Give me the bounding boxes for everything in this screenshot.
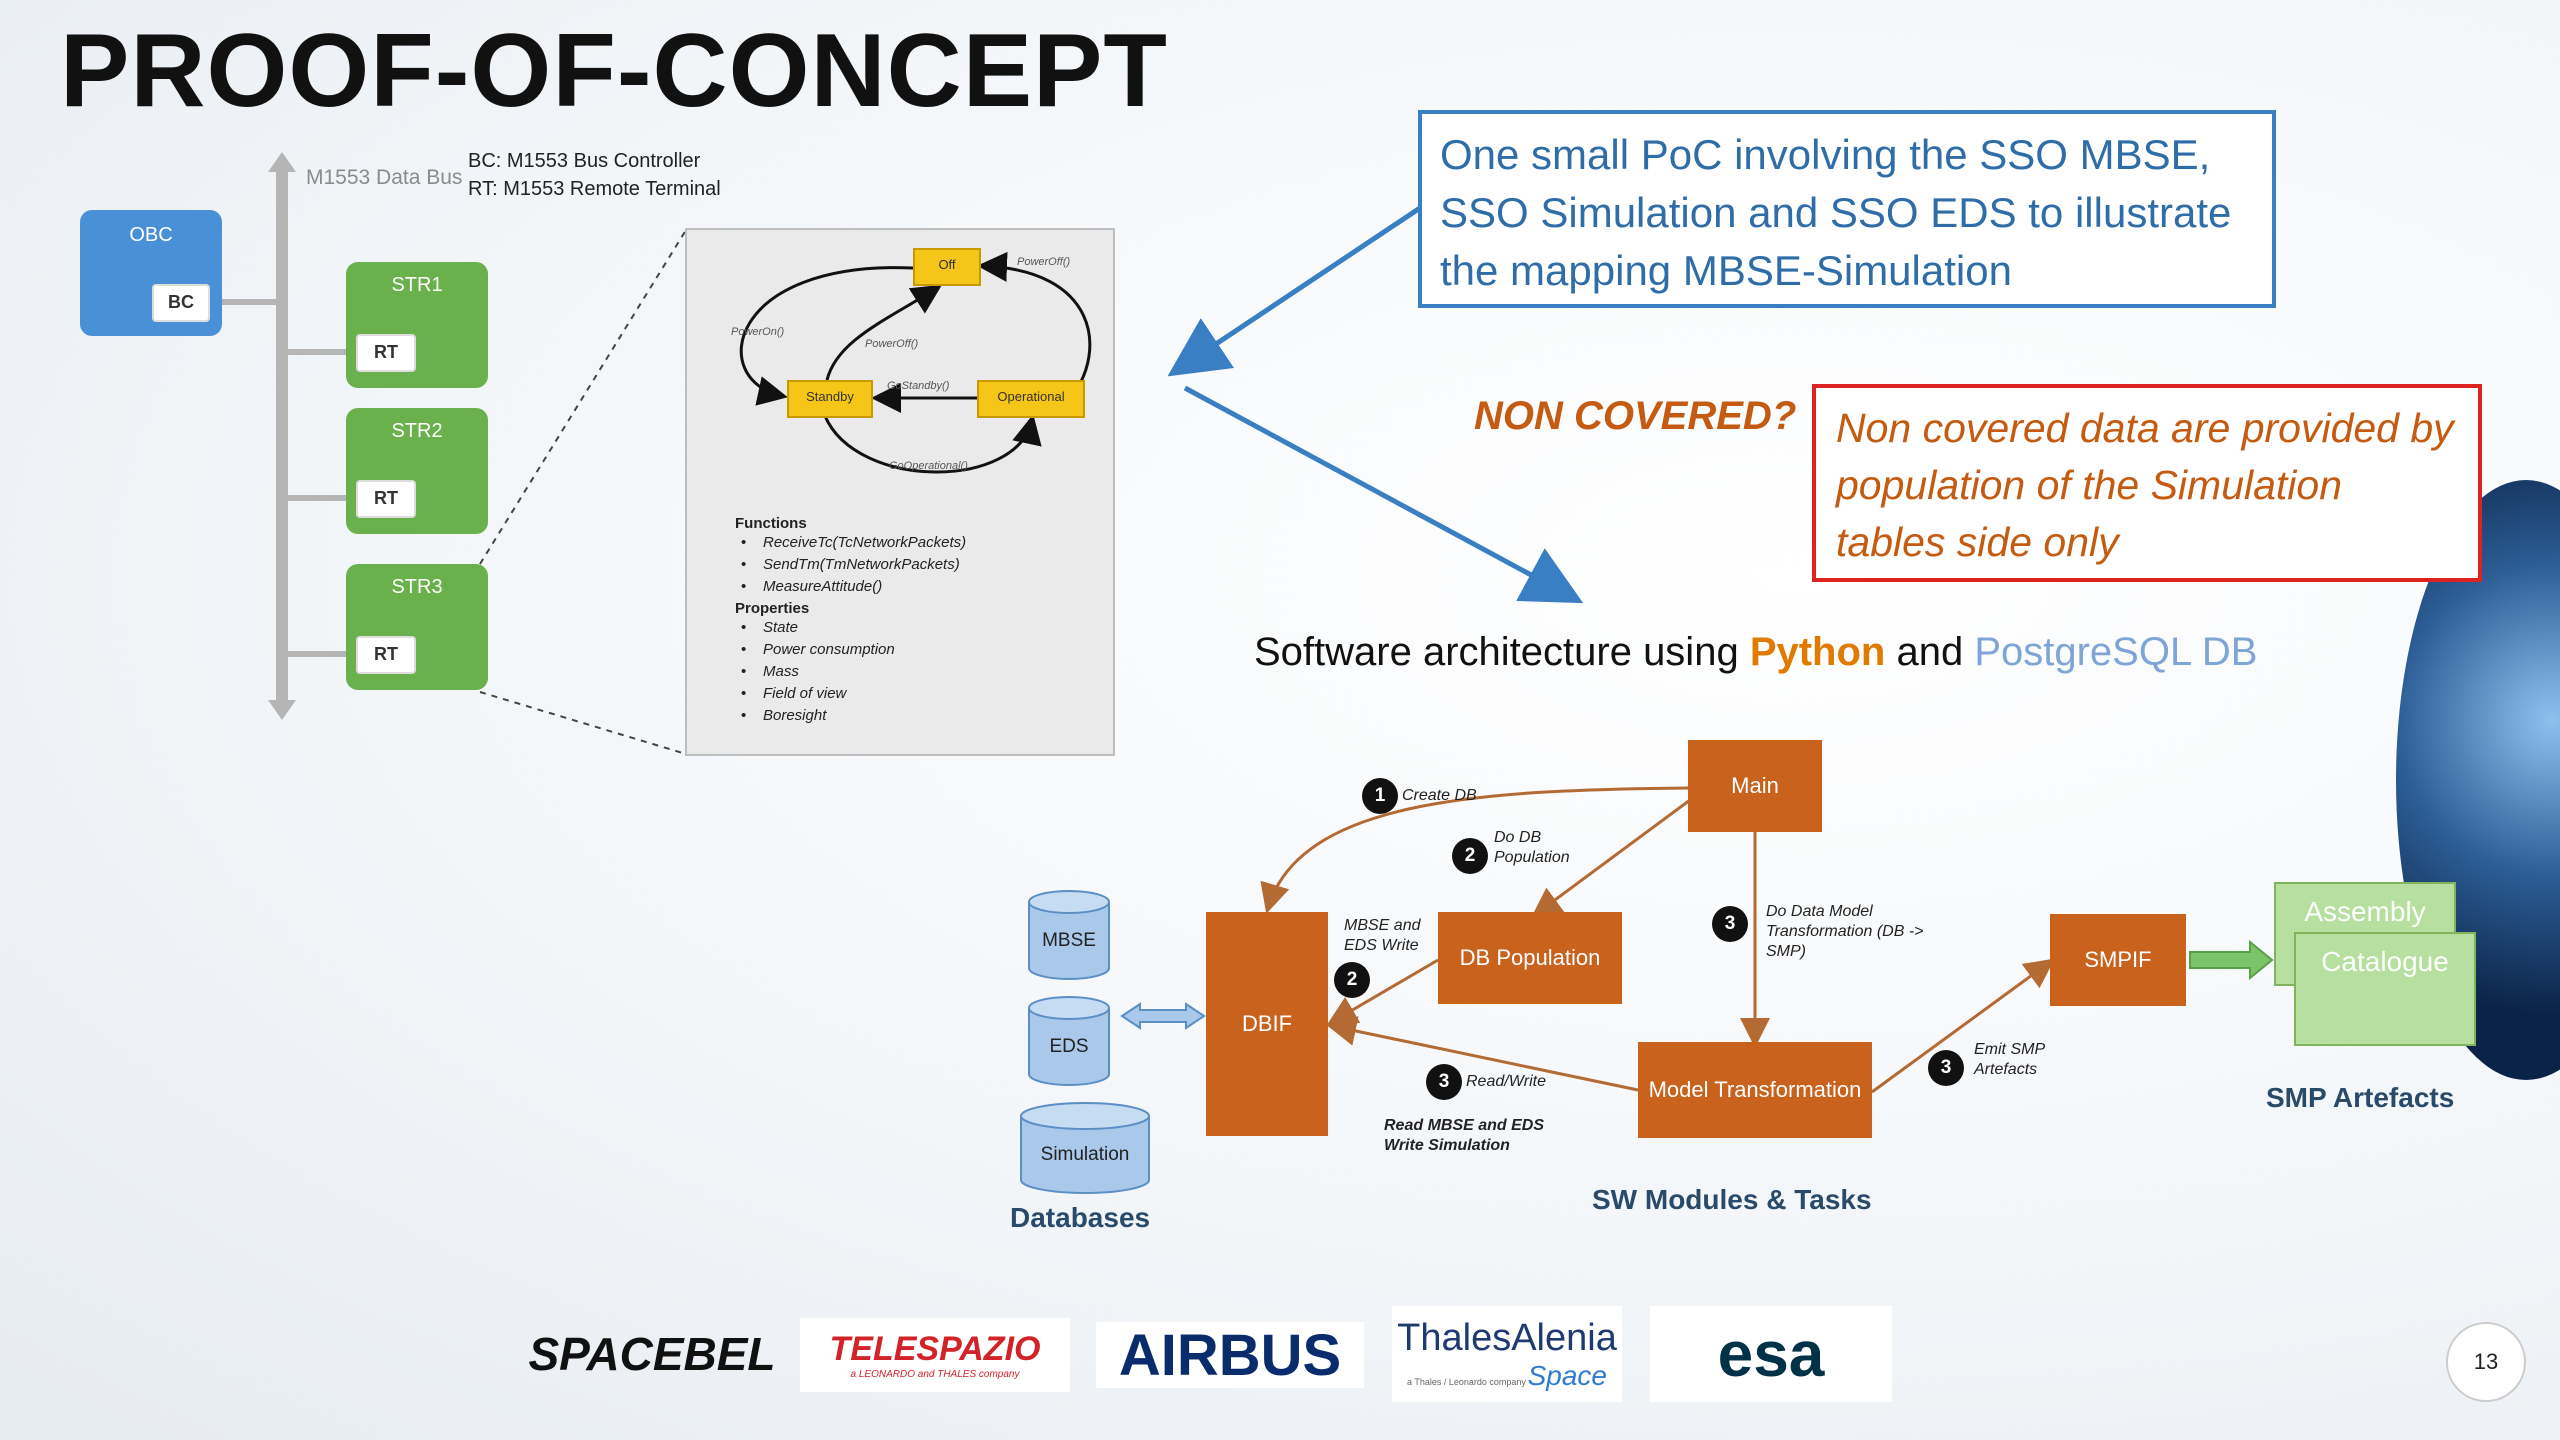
thales-alenia-wordmark: ThalesAlenia: [1397, 1316, 1617, 1359]
slide-title: PROOF-OF-CONCEPT: [60, 13, 1168, 129]
step-badge: 3: [1426, 1064, 1462, 1100]
property-item: Mass: [741, 661, 966, 683]
functions-header: Functions: [735, 515, 807, 532]
properties-header: Properties: [735, 600, 810, 617]
model-transformation-module: Model Transformation: [1638, 1042, 1872, 1138]
eds-label: EDS: [1049, 1036, 1089, 1057]
str3-label: STR3: [391, 576, 443, 598]
str2-rt-port: RT: [356, 480, 416, 518]
transition-power-on: PowerOn(): [731, 326, 785, 338]
transition-power-off-mid: PowerOff(): [865, 338, 919, 350]
step-badge: 3: [1712, 906, 1748, 942]
property-item: Field of view: [741, 683, 966, 705]
catalogue-card: Catalogue: [2294, 932, 2476, 1046]
callout-arrows: [1167, 205, 1584, 604]
obc-block: OBC BC: [80, 210, 222, 336]
non-covered-label: NON COVERED?: [1474, 394, 1797, 438]
state-machine-panel: Off Standby Operational PowerOff() Power…: [685, 228, 1115, 756]
telespazio-tagline: a LEONARDO and THALES company: [850, 1369, 1020, 1380]
str3-block: STR3 RT: [346, 564, 488, 690]
poc-callout: One small PoC involving the SSO MBSE, SS…: [1418, 110, 2276, 308]
obc-label: OBC: [129, 224, 173, 246]
bus-diagram-lines: [222, 152, 687, 755]
modules-label: SW Modules & Tasks: [1592, 1184, 1872, 1215]
architecture-heading: Software architecture using Python and P…: [1254, 630, 2257, 675]
non-covered-callout: Non covered data are provided by populat…: [1812, 384, 2482, 582]
smpif-module: SMPIF: [2050, 914, 2186, 1006]
postgres-label: PostgreSQL DB: [1974, 630, 2258, 674]
str2-label: STR2: [391, 420, 443, 442]
state-machine-details: Functions ReceiveTc(TcNetworkPackets) Se…: [735, 513, 966, 727]
page-number: 13: [2446, 1322, 2526, 1402]
legend-rt: RT: M1553 Remote Terminal: [468, 178, 721, 200]
property-item: Power consumption: [741, 639, 966, 661]
data-model-annotation: Do Data Model Transformation (DB -> SMP): [1766, 903, 1924, 960]
spacebel-logo: SPACEBEL: [528, 1328, 776, 1380]
thales-alenia-tagline: a Thales / Leonardo company: [1407, 1376, 1526, 1387]
airbus-logo: AIRBUS: [1096, 1322, 1364, 1388]
bc-port: BC: [152, 284, 210, 322]
db-population-module: DB Population: [1438, 912, 1622, 1004]
emit-smp-annotation: Emit SMP Artefacts: [1974, 1041, 2045, 1078]
function-item: SendTm(TmNetworkPackets): [741, 554, 966, 576]
step-badge: 1: [1362, 778, 1398, 814]
property-item: Boresight: [741, 705, 966, 727]
function-item: MeasureAttitude(): [741, 576, 966, 598]
thales-alenia-space: Space: [1527, 1359, 1607, 1391]
state-off: Off: [913, 248, 981, 286]
step-badge: 3: [1928, 1050, 1964, 1086]
main-module: Main: [1688, 740, 1822, 832]
state-operational: Operational: [977, 380, 1085, 418]
str1-label: STR1: [391, 274, 443, 296]
step-badge: 2: [1452, 838, 1488, 874]
architecture-arrows: [1120, 786, 2274, 1094]
read-write-annotation: Read/Write: [1466, 1073, 1547, 1090]
state-standby: Standby: [787, 380, 873, 418]
bus-label: M1553 Data Bus: [306, 166, 463, 189]
str1-block: STR1 RT: [346, 262, 488, 388]
state-machine-arrows: [739, 251, 1092, 474]
mbse-eds-write-annotation: MBSE and EDS Write: [1344, 917, 1421, 954]
db-population-annotation: Do DB Population: [1494, 829, 1570, 866]
str1-rt-port: RT: [356, 334, 416, 372]
str2-block: STR2 RT: [346, 408, 488, 534]
eds-database: EDS: [1028, 996, 1110, 1086]
dbif-module: DBIF: [1206, 912, 1328, 1136]
transition-power-off-top: PowerOff(): [1017, 256, 1071, 268]
step-badge: 2: [1334, 962, 1370, 998]
simulation-database: Simulation: [1020, 1102, 1150, 1194]
esa-logo: esa: [1650, 1306, 1892, 1402]
telespazio-wordmark: TELESPAZIO: [829, 1330, 1041, 1368]
mbse-label: MBSE: [1042, 930, 1096, 951]
property-item: State: [741, 617, 966, 639]
read-write-detail-annotation: Read MBSE and EDS Write Simulation: [1384, 1117, 1545, 1154]
create-db-annotation: Create DB: [1402, 787, 1477, 804]
transition-go-operational: GoOperational(): [889, 460, 968, 472]
telespazio-logo: TELESPAZIO a LEONARDO and THALES company: [800, 1318, 1070, 1392]
architecture-and: and: [1885, 630, 1975, 674]
thales-alenia-logo: ThalesAlenia a Thales / Leonardo company…: [1392, 1306, 1622, 1402]
mbse-database: MBSE: [1028, 890, 1110, 980]
legend-bc: BC: M1553 Bus Controller: [468, 150, 701, 172]
databases-label: Databases: [1010, 1202, 1151, 1233]
str3-rt-port: RT: [356, 636, 416, 674]
simulation-label: Simulation: [1040, 1144, 1130, 1165]
architecture-heading-prefix: Software architecture using: [1254, 630, 1750, 674]
transition-go-standby: GoStandby(): [887, 380, 950, 392]
smp-artefacts-label: SMP Artefacts: [2266, 1082, 2455, 1113]
python-label: Python: [1749, 630, 1886, 674]
function-item: ReceiveTc(TcNetworkPackets): [741, 532, 966, 554]
